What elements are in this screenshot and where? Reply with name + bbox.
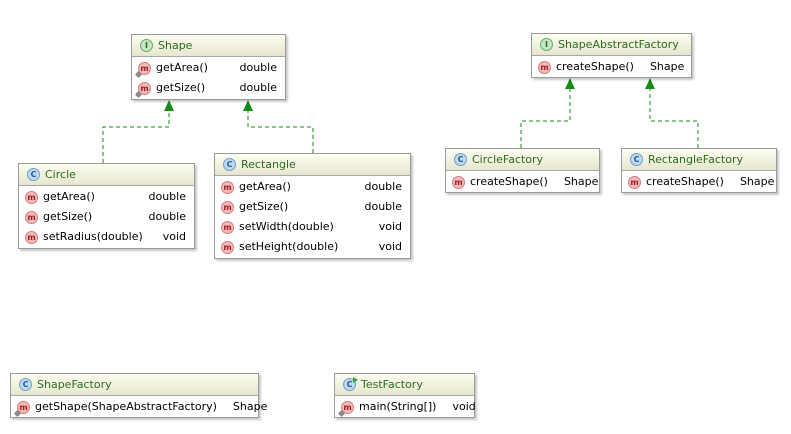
method-row[interactable]: m setWidth(double) void	[215, 217, 410, 237]
class-header[interactable]: I Shape	[132, 35, 285, 57]
class-name: Rectangle	[241, 158, 296, 171]
arrowhead-shape-left	[164, 100, 174, 111]
method-name: getSize()	[43, 210, 93, 223]
class-icon: C	[19, 378, 32, 391]
method-icon: m	[221, 220, 234, 234]
method-return-type: void	[162, 230, 186, 243]
method-icon: m	[628, 175, 641, 189]
class-icon: C	[454, 153, 467, 166]
method-icon: m	[134, 81, 151, 98]
method-name: main(String[])	[359, 400, 437, 413]
method-return-type: Shape	[232, 400, 268, 413]
method-name: setRadius(double)	[43, 230, 143, 243]
method-icon: m	[221, 240, 234, 254]
interface-icon: I	[540, 38, 553, 51]
method-return-type: void	[452, 400, 476, 413]
method-name: setWidth(double)	[239, 220, 334, 233]
method-icon: m	[452, 175, 465, 189]
method-icon: m	[13, 400, 30, 417]
class-header[interactable]: C RectangleFactory	[622, 149, 776, 171]
method-return-type: Shape	[563, 175, 599, 188]
class-box-rectangle-factory[interactable]: C RectangleFactory m createShape() Shape	[621, 148, 777, 193]
class-box-circle[interactable]: C Circle m getArea() double m getSize() …	[18, 163, 195, 249]
run-icon	[353, 377, 358, 383]
class-header[interactable]: C ShapeFactory	[11, 374, 258, 396]
class-name: CircleFactory	[472, 153, 544, 166]
method-icon: m	[337, 400, 354, 417]
method-return-type: double	[239, 81, 278, 94]
method-return-type: double	[364, 200, 403, 213]
runnable-class-icon: C	[343, 377, 358, 391]
method-icon: m	[25, 230, 38, 244]
class-box-shape-factory[interactable]: C ShapeFactory m getShape(ShapeAbstractF…	[10, 373, 267, 418]
class-box-rectangle[interactable]: C Rectangle m getArea() double m getSize…	[214, 153, 411, 259]
method-row[interactable]: m main(String[]) void	[335, 397, 476, 417]
method-name: getSize()	[156, 81, 206, 94]
method-icon: m	[25, 190, 38, 204]
class-icon: C	[27, 168, 40, 181]
class-header[interactable]: C Rectangle	[215, 154, 410, 176]
class-icon: C	[630, 153, 643, 166]
method-row[interactable]: m getArea() double	[215, 177, 410, 197]
method-name: getArea()	[156, 61, 208, 74]
method-return-type: double	[364, 180, 403, 193]
method-row[interactable]: m setRadius(double) void	[19, 227, 194, 247]
method-return-type: Shape	[739, 175, 775, 188]
method-return-type: void	[378, 240, 402, 253]
method-name: getShape(ShapeAbstractFactory)	[35, 400, 217, 413]
method-icon: m	[221, 200, 234, 214]
method-row[interactable]: m createShape() Shape	[532, 57, 691, 77]
class-box-circle-factory[interactable]: C CircleFactory m createShape() Shape	[445, 148, 600, 193]
method-name: createShape()	[470, 175, 548, 188]
method-row[interactable]: m createShape() Shape	[622, 172, 776, 192]
method-icon: m	[25, 210, 38, 224]
edge-rectanglefactory-saf	[649, 89, 699, 148]
class-header[interactable]: I ShapeAbstractFactory	[532, 34, 691, 56]
method-return-type: void	[378, 220, 402, 233]
class-box-test-factory[interactable]: C TestFactory m main(String[]) void	[334, 373, 476, 418]
method-row[interactable]: m getShape(ShapeAbstractFactory) Shape	[11, 397, 267, 417]
method-name: getArea()	[43, 190, 95, 203]
method-icon: m	[538, 60, 551, 74]
method-row[interactable]: m getArea() double	[19, 187, 194, 207]
method-name: getSize()	[239, 200, 289, 213]
method-name: createShape()	[556, 60, 634, 73]
class-name: Shape	[158, 39, 193, 52]
class-name: TestFactory	[361, 378, 423, 391]
method-name: setHeight(double)	[239, 240, 339, 253]
method-row[interactable]: m getSize() double	[215, 197, 410, 217]
class-icon: C	[223, 158, 236, 171]
class-box-shape-abstract-factory[interactable]: I ShapeAbstractFactory m createShape() S…	[531, 33, 692, 78]
method-row[interactable]: m getSize() double	[19, 207, 194, 227]
edge-rectangle-shape	[247, 111, 314, 153]
method-name: getArea()	[239, 180, 291, 193]
class-name: ShapeFactory	[37, 378, 112, 391]
method-icon: m	[221, 180, 234, 194]
method-row[interactable]: m getArea() double	[132, 58, 285, 78]
method-icon: m	[134, 61, 151, 78]
class-header[interactable]: C CircleFactory	[446, 149, 599, 171]
class-header[interactable]: C Circle	[19, 164, 194, 186]
method-return-type: Shape	[649, 60, 685, 73]
method-return-type: double	[148, 190, 187, 203]
class-name: RectangleFactory	[648, 153, 743, 166]
method-name: createShape()	[646, 175, 724, 188]
interface-icon: I	[140, 39, 153, 52]
class-name: ShapeAbstractFactory	[558, 38, 679, 51]
method-return-type: double	[148, 210, 187, 223]
arrowhead-shape-right	[243, 100, 253, 111]
method-row[interactable]: m setHeight(double) void	[215, 237, 410, 257]
class-box-shape[interactable]: I Shape m getArea() double m getSize() d…	[131, 34, 286, 100]
method-row[interactable]: m createShape() Shape	[446, 172, 599, 192]
class-header[interactable]: C TestFactory	[335, 374, 474, 396]
method-return-type: double	[239, 61, 278, 74]
edge-circle-shape	[102, 111, 170, 163]
method-row[interactable]: m getSize() double	[132, 78, 285, 98]
edge-circlefactory-saf	[520, 89, 571, 148]
class-name: Circle	[45, 168, 76, 181]
